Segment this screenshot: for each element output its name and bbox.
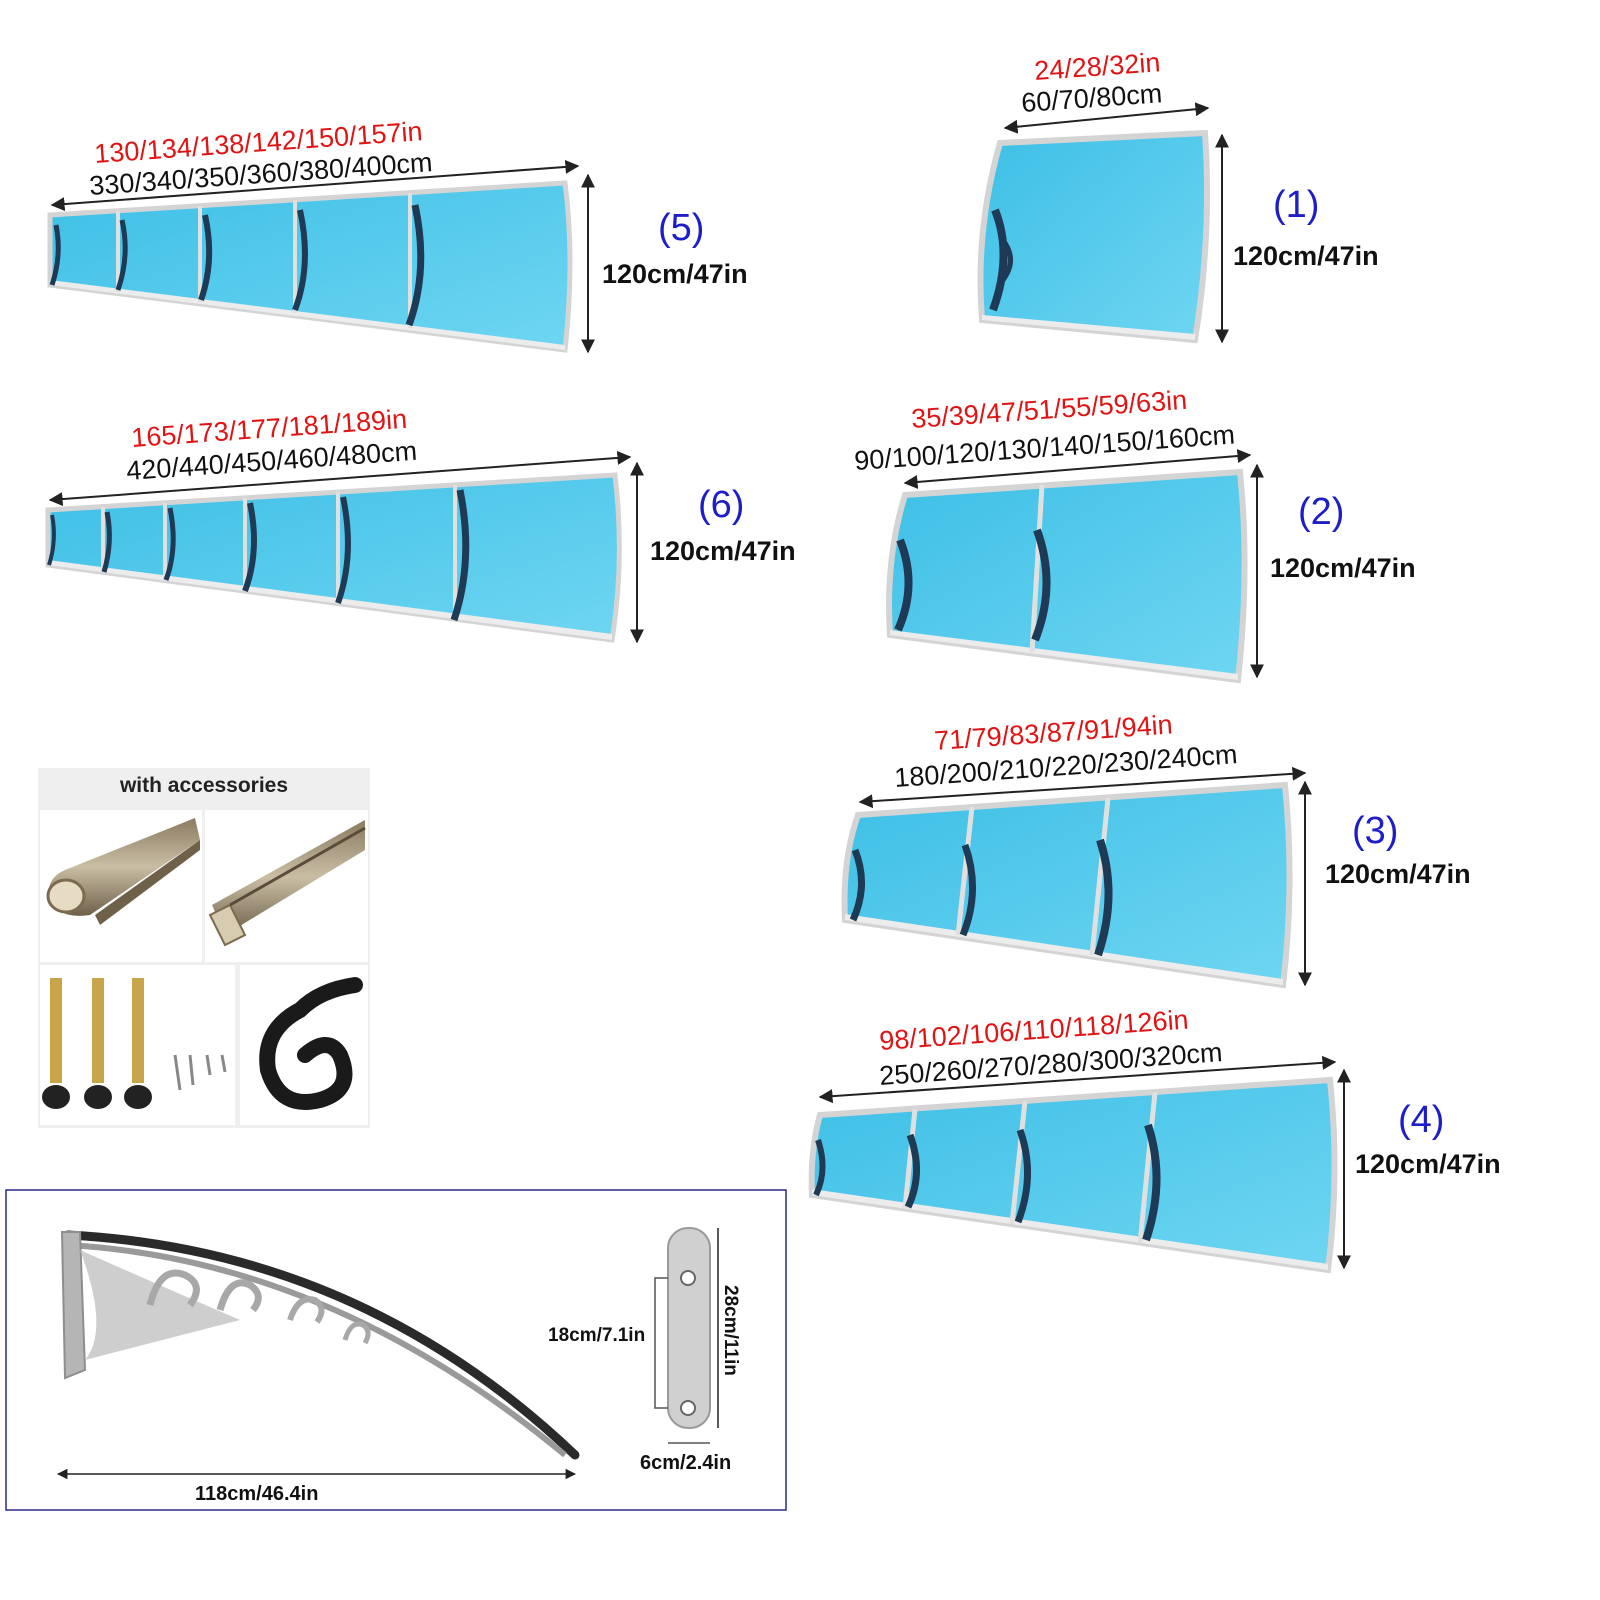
bracket-detail-panel: 118cm/46.4in 28cm/11in 18cm/7.1in 6cm/2.…	[5, 1189, 787, 1511]
canopy-1-width-arrow	[1003, 102, 1210, 134]
channel-rail-profile-icon	[208, 820, 366, 947]
canopy-4-index: (4)	[1398, 1099, 1444, 1141]
hole-spacing: 18cm/7.1in	[548, 1325, 645, 1346]
rubber-seal-strip-icon	[259, 977, 363, 1110]
plate-height: 28cm/11in	[720, 1285, 741, 1376]
canopy-3-panels	[841, 781, 1293, 989]
canopy-6-index: (6)	[698, 484, 744, 526]
canopy-5: 130/134/138/142/150/157in 330/340/350/36…	[47, 116, 748, 354]
canopy-6: 165/173/177/181/189in 420/440/450/460/48…	[45, 404, 796, 644]
canopy-6-width-arrow	[48, 450, 632, 507]
hole-spacing-bracket	[654, 1277, 668, 1409]
canopy-5-index: (5)	[658, 207, 704, 249]
canopy-1: 24/28/32in 60/70/80cm (1) 120cm/47in	[977, 47, 1379, 344]
wall-rail-profile-icon	[46, 818, 200, 925]
canopy-2: 35/39/47/51/55/59/63in 90/100/120/130/14…	[853, 385, 1416, 684]
canopy-5-height: 120cm/47in	[602, 259, 748, 289]
canopy-2-width-arrow	[903, 449, 1252, 489]
canopy-6-height: 120cm/47in	[650, 536, 796, 566]
canopy-4-height: 120cm/47in	[1355, 1149, 1501, 1179]
wall-plate-icon	[667, 1227, 711, 1429]
expansion-bolts-icon	[42, 978, 152, 1109]
canopy-3-index: (3)	[1352, 810, 1398, 852]
canopy-3-width-arrow	[858, 766, 1307, 809]
canopy-2-index: (2)	[1298, 491, 1344, 533]
canopy-5-width-arrow	[50, 159, 580, 212]
canopy-2-height: 120cm/47in	[1270, 553, 1416, 583]
accessories-title: with accessories	[38, 768, 370, 808]
canopy-1-height: 120cm/47in	[1233, 241, 1379, 271]
canopy-4-width-arrow	[818, 1055, 1337, 1104]
canopy-4-panels	[808, 1076, 1338, 1274]
accessories-panel	[38, 768, 370, 1128]
bracket-length: 118cm/46.4in	[195, 1483, 318, 1505]
canopy-6-panels	[45, 472, 622, 643]
canopy-1-index: (1)	[1273, 184, 1319, 226]
screws-icon	[173, 1054, 227, 1091]
canopy-4: 98/102/106/110/118/126in 250/260/270/280…	[808, 1004, 1501, 1274]
canopy-1-panels	[977, 129, 1211, 344]
canopy-3: 71/79/83/87/91/94in 180/200/210/220/230/…	[841, 709, 1471, 989]
plate-width: 6cm/2.4in	[640, 1452, 731, 1474]
canopy-2-width-cm: 90/100/120/130/140/150/160cm	[853, 419, 1235, 476]
canopy-5-panels	[47, 180, 573, 353]
bracket-arm-icon	[60, 1230, 580, 1460]
canopy-2-panels	[886, 468, 1248, 684]
canopy-3-height: 120cm/47in	[1325, 859, 1471, 889]
